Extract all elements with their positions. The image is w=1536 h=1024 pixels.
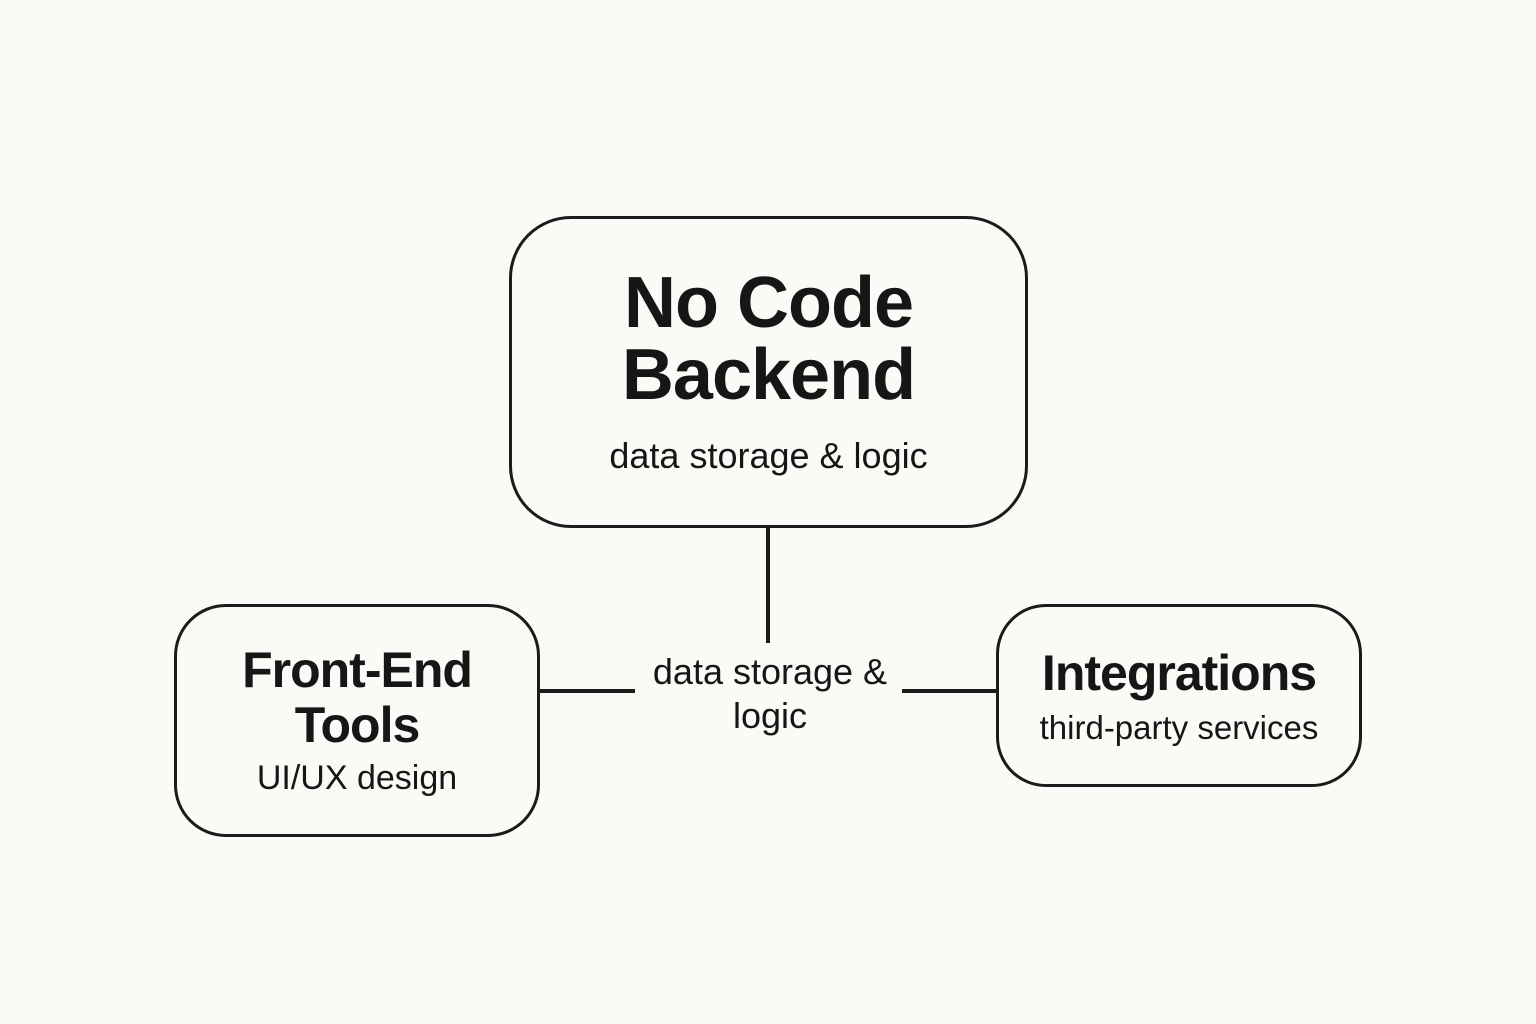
connector-label: data storage & logic bbox=[652, 651, 888, 736]
frontend-node: Front-End Tools UI/UX design bbox=[174, 604, 540, 837]
integrations-connector-line bbox=[902, 689, 996, 693]
backend-title: No Code Backend bbox=[621, 263, 916, 415]
backend-subtitle: data storage & logic bbox=[609, 435, 928, 476]
integrations-node: Integrations third-party services bbox=[996, 604, 1362, 787]
integrations-title: Integrations bbox=[1041, 644, 1317, 701]
backend-connector-line bbox=[766, 528, 770, 643]
backend-node: No Code Backend data storage & logic bbox=[509, 216, 1028, 528]
frontend-subtitle: UI/UX design bbox=[256, 759, 458, 797]
integrations-subtitle: third-party services bbox=[1039, 708, 1319, 746]
frontend-title: Front-End Tools bbox=[242, 642, 473, 753]
frontend-connector-line bbox=[540, 689, 635, 693]
